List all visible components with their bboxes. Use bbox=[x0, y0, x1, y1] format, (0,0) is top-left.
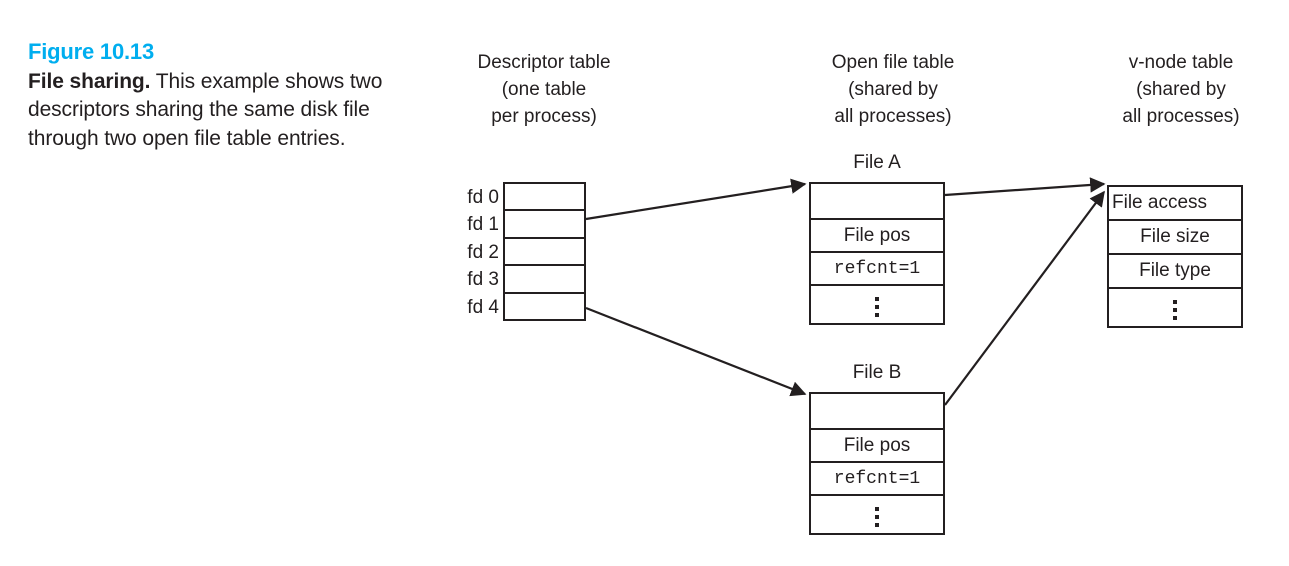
fd-label-1: fd 1 bbox=[467, 214, 499, 235]
arrow-file-b-to-vnode bbox=[944, 190, 1105, 406]
arrow-fd4-to-file-b bbox=[585, 306, 807, 397]
heading-descriptor-table: Descriptor table (one table per process) bbox=[477, 52, 611, 127]
figure-caption-lead: File sharing. bbox=[28, 69, 151, 93]
vnode-row-file-access: File access bbox=[1109, 187, 1241, 221]
figure-caption: Figure 10.13 File sharing. This example … bbox=[28, 38, 418, 154]
fd-label-0: fd 0 bbox=[467, 187, 499, 208]
vnode-row-ellipsis bbox=[1109, 289, 1241, 330]
figure-caption-text: File sharing. This example shows two des… bbox=[28, 68, 418, 155]
file-b-row-refcnt: refcnt=1 bbox=[811, 463, 943, 496]
fd-label-2: fd 2 bbox=[467, 242, 499, 263]
open-file-table-b: File pos refcnt=1 bbox=[809, 392, 945, 535]
figure-number: Figure 10.13 bbox=[28, 39, 154, 64]
file-a-row-empty bbox=[811, 184, 943, 220]
heading-vnode-table: v-node table (shared by all processes) bbox=[1122, 52, 1240, 127]
descriptor-table-row bbox=[505, 211, 584, 239]
descriptor-table-row bbox=[505, 239, 584, 267]
file-b-row-ellipsis bbox=[811, 496, 943, 537]
vnode-table: File access File size File type bbox=[1107, 185, 1243, 328]
file-a-row-refcnt: refcnt=1 bbox=[811, 253, 943, 286]
heading-open-file-table: Open file table (shared by all processes… bbox=[831, 52, 955, 127]
file-a-title: File A bbox=[853, 152, 901, 173]
file-b-title: File B bbox=[852, 362, 902, 383]
fd-label-3: fd 3 bbox=[467, 269, 499, 290]
open-file-table-a: File pos refcnt=1 bbox=[809, 182, 945, 325]
vnode-row-file-type: File type bbox=[1109, 255, 1241, 289]
descriptor-table-row bbox=[505, 294, 584, 321]
vnode-row-file-size: File size bbox=[1109, 221, 1241, 255]
descriptor-table-row bbox=[505, 266, 584, 294]
arrow-file-a-to-vnode bbox=[944, 177, 1106, 197]
file-b-row-file-pos: File pos bbox=[811, 430, 943, 463]
descriptor-table-row bbox=[505, 184, 584, 212]
file-b-row-empty bbox=[811, 394, 943, 430]
arrow-fd1-to-file-a bbox=[585, 178, 807, 221]
file-a-row-ellipsis bbox=[811, 286, 943, 327]
fd-label-4: fd 4 bbox=[467, 297, 499, 318]
file-a-row-file-pos: File pos bbox=[811, 220, 943, 253]
descriptor-table bbox=[503, 182, 586, 321]
figure-caption-body: This example shows two descriptors shari… bbox=[28, 69, 383, 151]
